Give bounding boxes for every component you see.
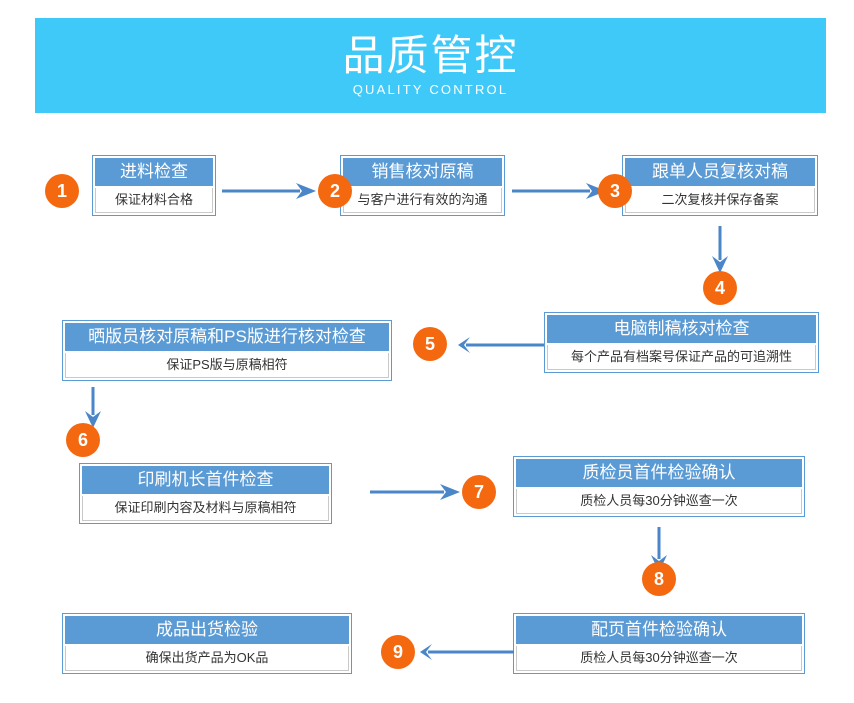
step-badge-6: 6 bbox=[66, 423, 100, 457]
step-badge-8: 8 bbox=[642, 562, 676, 596]
step-box-1: 进料检查 保证材料合格 bbox=[92, 155, 216, 217]
step-box-3: 跟单人员复核对稿 二次复核并保存备案 bbox=[622, 155, 818, 217]
step-badge-5: 5 bbox=[413, 327, 447, 361]
step-detail-9: 确保出货产品为OK品 bbox=[65, 646, 349, 672]
step-box-5: 晒版员核对原稿和PS版进行核对检查 保证PS版与原稿相符 bbox=[62, 320, 392, 382]
step-badge-1: 1 bbox=[45, 174, 79, 208]
page-subtitle: QUALITY CONTROL bbox=[352, 82, 509, 98]
arrow-step2-to-step3 bbox=[512, 182, 608, 200]
step-badge-2: 2 bbox=[318, 174, 352, 208]
step-detail-4: 每个产品有档案号保证产品的可追溯性 bbox=[547, 345, 816, 371]
step-badge-7: 7 bbox=[462, 475, 496, 509]
step-title-9: 成品出货检验 bbox=[65, 616, 349, 645]
arrow-step6-to-step7 bbox=[370, 483, 462, 501]
step-badge-9: 9 bbox=[381, 635, 415, 669]
step-box-9: 成品出货检验 确保出货产品为OK品 bbox=[62, 613, 352, 675]
step-title-1: 进料检查 bbox=[95, 158, 213, 187]
arrow-step5-to-step6 bbox=[84, 387, 102, 429]
page-title: 品质管控 bbox=[342, 31, 519, 79]
step-detail-2: 与客户进行有效的沟通 bbox=[343, 188, 502, 214]
step-badge-4: 4 bbox=[703, 271, 737, 305]
step-title-8: 配页首件检验确认 bbox=[516, 616, 802, 645]
step-box-6: 印刷机长首件检查 保证印刷内容及材料与原稿相符 bbox=[79, 463, 332, 525]
arrow-step3-to-step4 bbox=[711, 226, 729, 274]
step-title-2: 销售核对原稿 bbox=[343, 158, 502, 187]
step-box-2: 销售核对原稿 与客户进行有效的沟通 bbox=[340, 155, 505, 217]
arrow-step8-to-step9 bbox=[420, 643, 514, 661]
step-title-4: 电脑制稿核对检查 bbox=[547, 315, 816, 344]
step-box-7: 质检员首件检验确认 质检人员每30分钟巡查一次 bbox=[513, 456, 805, 518]
step-detail-5: 保证PS版与原稿相符 bbox=[65, 353, 389, 379]
page-header-banner: 品质管控 QUALITY CONTROL bbox=[35, 18, 826, 113]
arrow-step1-to-step2 bbox=[222, 182, 318, 200]
step-detail-1: 保证材料合格 bbox=[95, 188, 213, 214]
step-detail-7: 质检人员每30分钟巡查一次 bbox=[516, 489, 802, 515]
step-detail-6: 保证印刷内容及材料与原稿相符 bbox=[82, 496, 329, 522]
arrow-step4-to-step5 bbox=[458, 336, 544, 354]
step-title-7: 质检员首件检验确认 bbox=[516, 459, 802, 488]
step-box-8: 配页首件检验确认 质检人员每30分钟巡查一次 bbox=[513, 613, 805, 675]
step-title-5: 晒版员核对原稿和PS版进行核对检查 bbox=[65, 323, 389, 352]
step-detail-3: 二次复核并保存备案 bbox=[625, 188, 815, 214]
step-detail-8: 质检人员每30分钟巡查一次 bbox=[516, 646, 802, 672]
step-title-3: 跟单人员复核对稿 bbox=[625, 158, 815, 187]
step-title-6: 印刷机长首件检查 bbox=[82, 466, 329, 495]
step-badge-3: 3 bbox=[598, 174, 632, 208]
step-box-4: 电脑制稿核对检查 每个产品有档案号保证产品的可追溯性 bbox=[544, 312, 819, 374]
